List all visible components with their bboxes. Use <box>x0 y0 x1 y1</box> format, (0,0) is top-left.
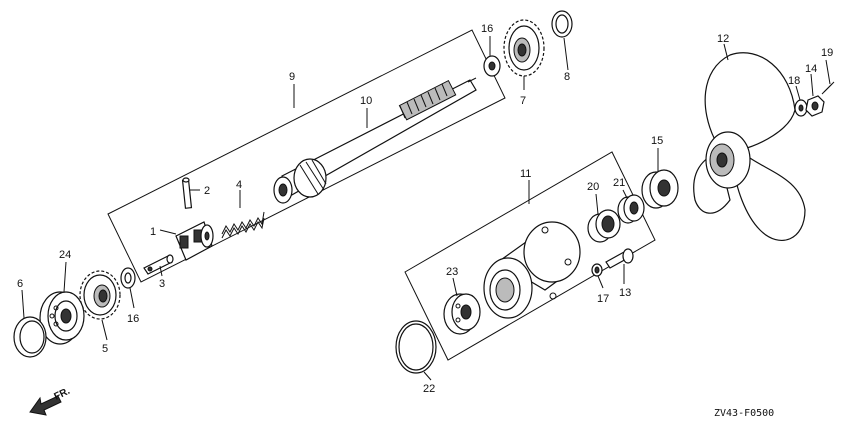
ball-bearing-24 <box>39 291 85 345</box>
callout-23: 23 <box>446 266 458 278</box>
callout-6: 6 <box>17 278 23 290</box>
callout-16-top: 16 <box>481 23 493 35</box>
callout-22: 22 <box>423 383 435 395</box>
leader-lines <box>21 36 831 381</box>
callout-18: 18 <box>788 75 800 87</box>
thrust-washer-left <box>120 267 136 289</box>
callout-21: 21 <box>613 177 625 189</box>
callout-15: 15 <box>651 135 663 147</box>
shaft-holder <box>483 221 581 319</box>
prop-washer <box>794 99 808 117</box>
callout-13: 13 <box>619 287 631 299</box>
callout-14: 14 <box>805 63 817 75</box>
callout-2: 2 <box>204 185 210 197</box>
reverse-gear <box>79 270 121 320</box>
direction-label: FR. <box>52 386 71 403</box>
callout-7: 7 <box>520 95 526 107</box>
callout-9: 9 <box>289 71 295 83</box>
callout-20: 20 <box>587 181 599 193</box>
callout-4: 4 <box>236 179 242 191</box>
callout-24: 24 <box>59 249 71 261</box>
bolt-washer <box>591 263 603 277</box>
ball-bearing-23 <box>443 293 481 335</box>
clutch-dog <box>175 221 214 261</box>
oil-seal <box>617 194 645 224</box>
needle-bearing <box>587 209 621 243</box>
callout-11: 11 <box>520 168 531 180</box>
shim-8 <box>551 10 573 38</box>
holder-group-frame <box>404 151 656 361</box>
clutch-shifter <box>143 254 174 275</box>
callout-5: 5 <box>102 343 108 355</box>
cross-pin <box>181 177 193 209</box>
flange-bolt <box>605 248 634 269</box>
callout-3: 3 <box>159 278 165 290</box>
callout-1: 1 <box>150 226 156 238</box>
shim-6 <box>13 316 47 358</box>
shaft-group-frame <box>107 29 506 283</box>
callout-19: 19 <box>821 47 833 59</box>
callout-16-left: 16 <box>127 313 139 325</box>
propeller-shaft <box>273 77 477 204</box>
thrust-bushing <box>641 169 679 209</box>
callout-10: 10 <box>360 95 372 107</box>
drawing-code: ZV43-F0500 <box>714 408 774 419</box>
cotter-pin <box>821 81 835 95</box>
forward-gear <box>503 19 545 77</box>
forward-direction-arrow-icon: FR. <box>29 386 72 416</box>
prop-nut <box>805 95 825 117</box>
callout-17: 17 <box>597 293 609 305</box>
thrust-washer-top <box>483 55 501 77</box>
o-ring <box>395 320 437 374</box>
callout-8: 8 <box>564 71 570 83</box>
callout-12: 12 <box>717 33 729 45</box>
propeller <box>693 52 806 241</box>
spring <box>221 211 265 239</box>
